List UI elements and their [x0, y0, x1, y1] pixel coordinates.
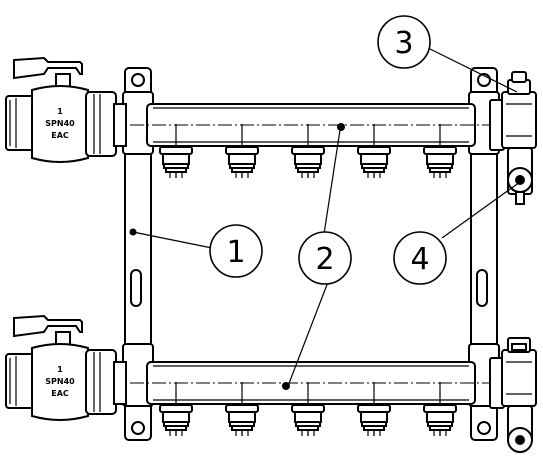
callout-4-label: 4	[410, 242, 429, 277]
bottom-outlets	[159, 382, 457, 436]
outlet-connector	[291, 382, 325, 436]
outlet-connector	[423, 124, 457, 178]
valve-number: 1	[57, 365, 63, 374]
callout-4: 4	[393, 231, 447, 285]
callout-1: 1	[209, 224, 263, 278]
top-outlets	[159, 124, 457, 178]
top-rail-point	[337, 123, 345, 131]
outlet-connector	[159, 124, 193, 178]
ball-valve-top: 1 SPN40 EAC	[5, 56, 127, 163]
valve-certification: EAC	[51, 131, 69, 140]
top-manifold-rail	[20, 103, 535, 147]
outlet-connector	[225, 382, 259, 436]
air-vent-fitting-bottom	[489, 337, 537, 409]
drain-valve-top	[507, 147, 533, 205]
ball-valve-bottom: 1 SPN40 EAC	[5, 314, 127, 421]
callout-3-label: 3	[394, 26, 413, 61]
outlet-connector	[225, 124, 259, 178]
outlet-connector	[159, 382, 193, 436]
outlet-connector	[357, 382, 391, 436]
outlet-connector	[291, 124, 325, 178]
callout-3: 3	[377, 15, 431, 69]
bottom-rail-point	[282, 382, 290, 390]
valve-pressure: SPN40	[45, 377, 75, 386]
leader-lines	[129, 45, 521, 387]
valve-pressure: SPN40	[45, 119, 75, 128]
callout-1-label: 1	[226, 235, 245, 270]
frame-rails	[150, 154, 472, 344]
callout-2: 2	[298, 231, 352, 285]
valve-number: 1	[57, 107, 63, 116]
callout-2-label: 2	[315, 242, 334, 277]
drain-valve-bottom	[507, 405, 533, 453]
valve-certification: EAC	[51, 389, 69, 398]
outlet-connector	[423, 382, 457, 436]
outlet-connector	[357, 124, 391, 178]
